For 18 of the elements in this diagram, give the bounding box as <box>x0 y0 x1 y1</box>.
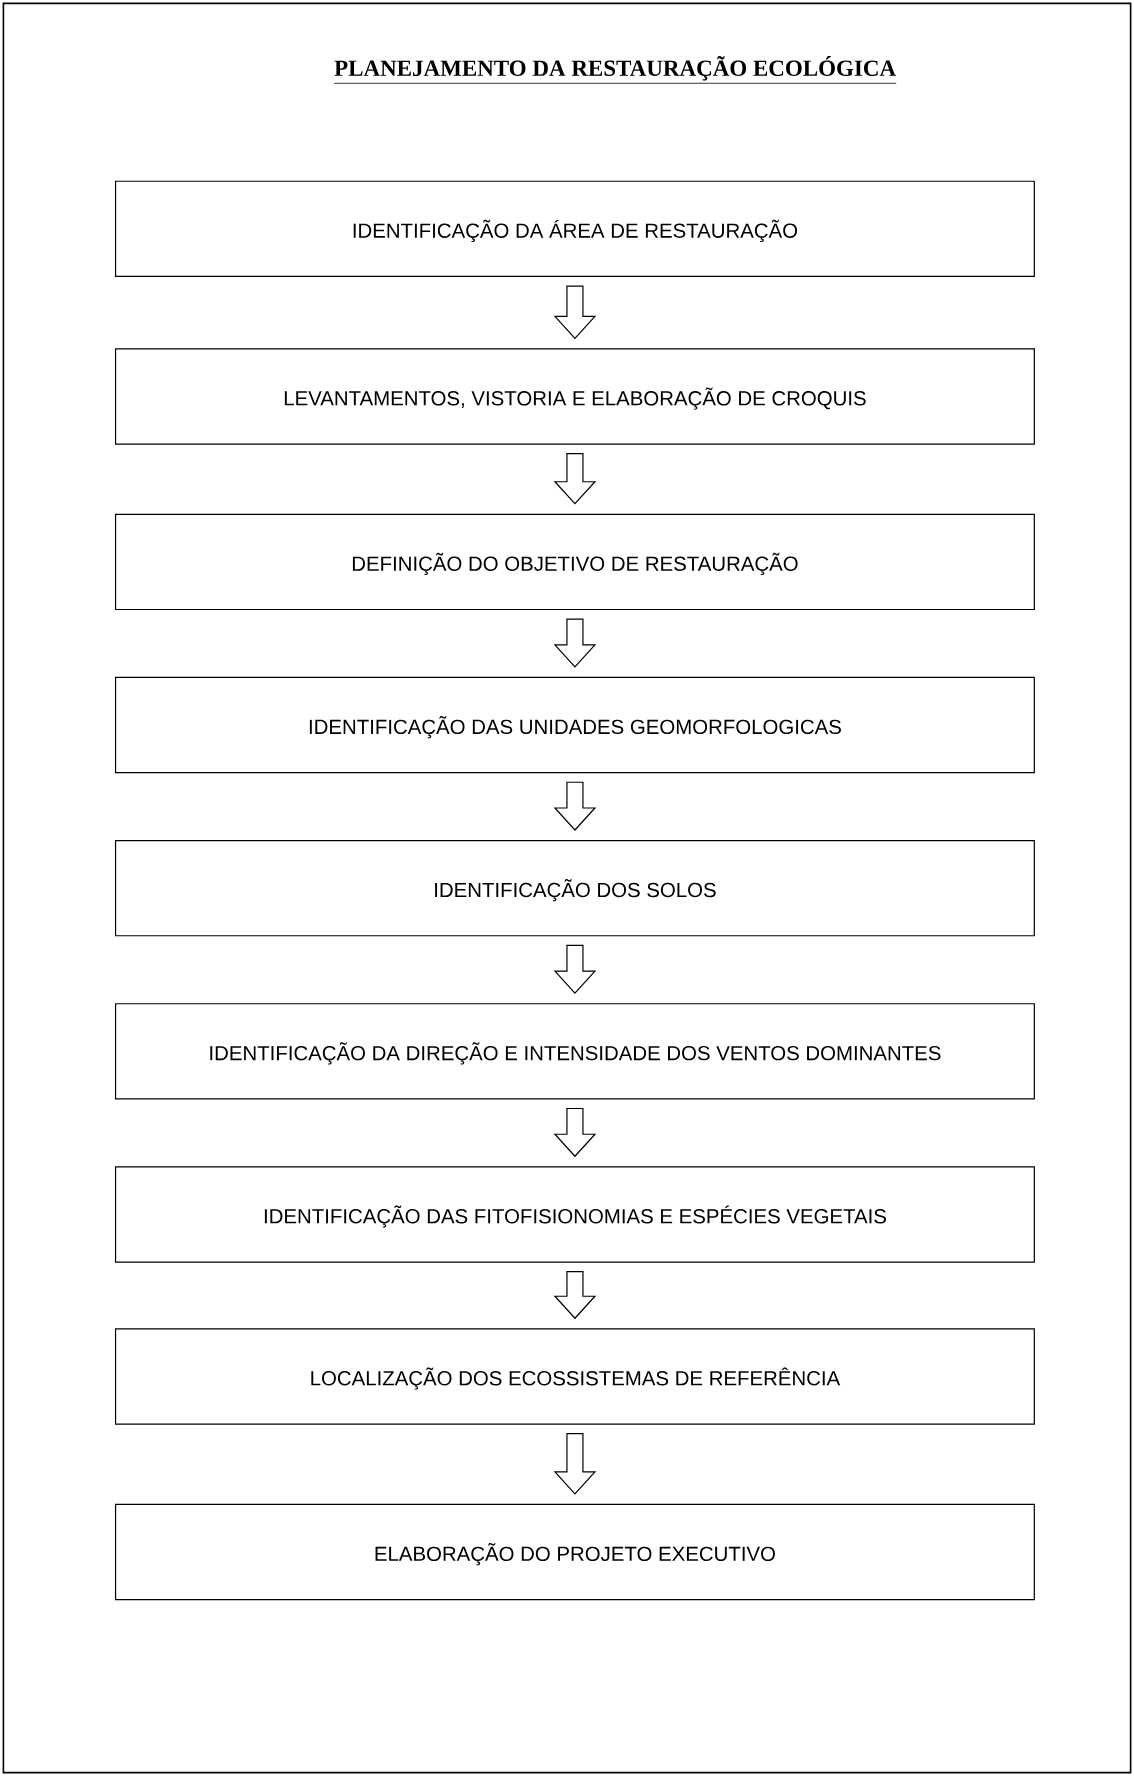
block-arrow <box>553 781 597 831</box>
title: PLANEJAMENTO DA RESTAURAÇÃO ECOLÓGICA <box>333 56 897 84</box>
process-box: LEVANTAMENTOS, VISTORIA E ELABORAÇÃO DE CROQUIS <box>114 348 1035 445</box>
process-box: IDENTIFICAÇÃO DAS UNIDADES GEOMORFOLOGICAS <box>114 676 1035 774</box>
block-arrow <box>553 1107 597 1158</box>
process-box: IDENTIFICAÇÃO DOS SOLOS <box>114 840 1035 937</box>
process-box: IDENTIFICAÇÃO DAS FITOFISIONOMIAS E ESPÉCIES VEGETAIS <box>114 1166 1035 1263</box>
block-arrow <box>553 618 597 668</box>
block-arrow <box>553 453 597 505</box>
process-box: IDENTIFICAÇÃO DA DIREÇÃO E INTENSIDADE DOS VENTOS DOMINANTES <box>114 1003 1035 1100</box>
process-box: IDENTIFICAÇÃO DA ÁREA DE RESTAURAÇÃO <box>114 180 1035 278</box>
process-box: ELABORAÇÃO DO PROJETO EXECUTIVO <box>114 1503 1035 1601</box>
process-box: DEFINIÇÃO DO OBJETIVO DE RESTAURAÇÃO <box>114 513 1035 611</box>
block-arrow <box>553 1433 597 1495</box>
block-arrow <box>553 285 597 340</box>
block-arrow <box>553 1271 597 1320</box>
process-box: LOCALIZAÇÃO DOS ECOSSISTEMAS DE REFERÊNCIA <box>114 1328 1035 1425</box>
block-arrow <box>553 944 597 995</box>
